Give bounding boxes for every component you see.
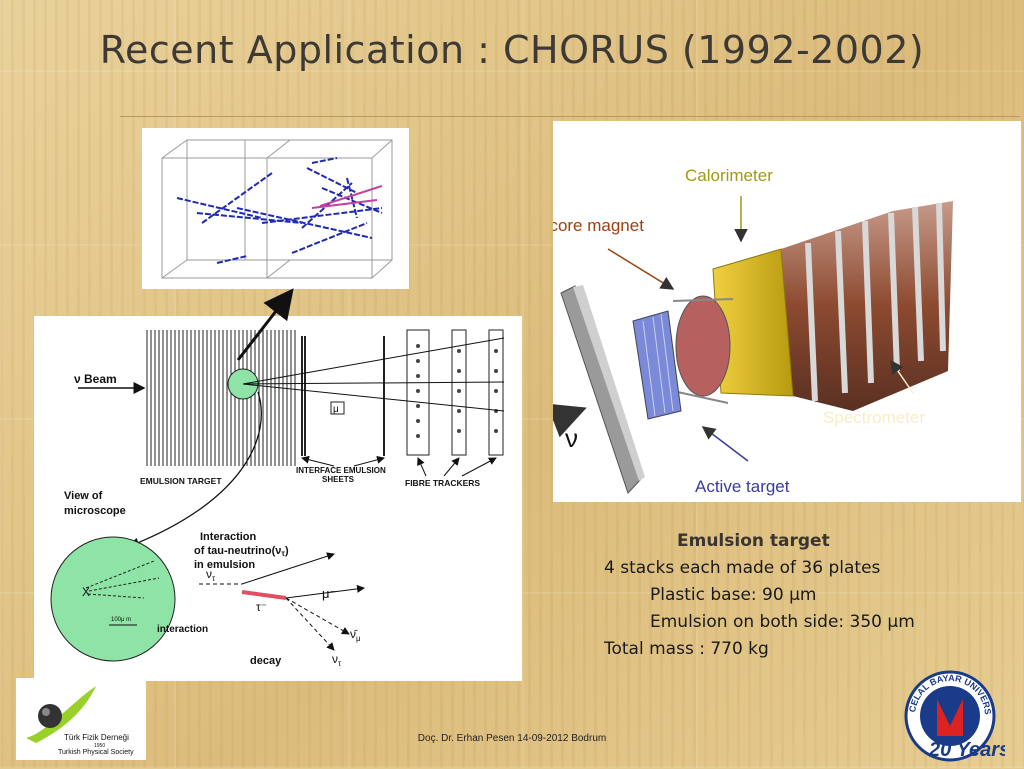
- air-core-magnet-label: Air-core magnet: [553, 216, 644, 235]
- nubar-mu-label: ν̄μ: [350, 627, 361, 643]
- svg-text:X: X: [82, 585, 90, 599]
- microscope-label: microscope: [64, 505, 126, 517]
- nu-beam-label: ν Beam: [74, 372, 117, 386]
- emulsion-thickness-line: Emulsion on both side: 350 μm: [650, 612, 915, 632]
- mu-box-label: μ: [333, 404, 339, 415]
- air-core-magnet-shape: [675, 295, 731, 397]
- microscope-view: [50, 536, 176, 662]
- interaction-caption: interaction: [157, 624, 208, 635]
- view-of-label: View of: [64, 490, 103, 502]
- plastic-base-line: Plastic base: 90 μm: [650, 585, 817, 605]
- title-divider: [120, 116, 1020, 117]
- reconstruction-drawing: [161, 139, 393, 279]
- interface-sheets-label-1: INTERFACE EMULSION: [296, 466, 386, 475]
- interface-sheets-label-2: SHEETS: [322, 475, 355, 484]
- fibre-trackers-label: FIBRE TRACKERS: [405, 478, 480, 488]
- tfd-emblem: Türk Fizik Derneği 1950 Turkish Physical…: [26, 686, 134, 756]
- cbu-years-text: 20 Years: [928, 739, 1005, 761]
- detector-drawing: Calorimeter Air-core magnet Spectrometer…: [523, 166, 953, 496]
- connector-arrow: [236, 288, 294, 361]
- scale-label: 100μ m: [111, 617, 131, 623]
- tfd-year: 1950: [94, 743, 105, 749]
- emulsion-target-info: Emulsion target 4 stacks each made of 36…: [604, 528, 915, 663]
- footer-credit: Doç. Dr. Erhan Pesen 14-09-2012 Bodrum: [417, 733, 607, 744]
- active-target-stack: [632, 310, 682, 420]
- interaction-heading-2: of tau-neutrino(ντ): [194, 545, 289, 558]
- emulsion-event-reconstruction: [142, 128, 409, 289]
- nu-tau-label: ντ: [206, 567, 216, 583]
- total-mass-line: Total mass : 770 kg: [604, 639, 769, 659]
- tfd-name: Türk Fizik Derneği: [64, 733, 129, 742]
- nu-tau-out-label: ντ: [332, 652, 342, 668]
- neutrino-symbol: ν: [565, 423, 578, 453]
- tps-name: Turkish Physical Society: [58, 749, 134, 756]
- emulsion-target-heading: Emulsion target: [677, 531, 830, 551]
- chorus-detector-rendering: Calorimeter Air-core magnet Spectrometer…: [523, 121, 1021, 502]
- spectrometer-label: Spectrometer: [823, 408, 925, 427]
- stacks-line: 4 stacks each made of 36 plates: [604, 558, 881, 578]
- emulsion-target-label: EMULSION TARGET: [140, 476, 222, 486]
- mu-box: [330, 401, 345, 415]
- interaction-heading-1: Interaction: [200, 531, 257, 543]
- neutrino-arrow: [546, 403, 587, 438]
- slide-title: Recent Application : CHORUS (1992-2002): [99, 28, 925, 72]
- cbu-emblem: CELAL BAYAR UNIVERSITY 20 Years: [892, 656, 1010, 762]
- tau-track: [241, 590, 287, 600]
- decay-caption: decay: [250, 655, 282, 667]
- schematic-drawing: ν Beam μ EMULSION TARGET INTERFACE EMULS…: [50, 329, 505, 668]
- mu-minus-label: μ⁻: [322, 586, 336, 601]
- calorimeter-label: Calorimeter: [685, 166, 773, 185]
- interaction-heading-3: in emulsion: [194, 559, 255, 571]
- veto-plane: [560, 285, 642, 494]
- chorus-schematic: ν Beam μ EMULSION TARGET INTERFACE EMULS…: [34, 316, 522, 681]
- celal-bayar-university-logo: CELAL BAYAR UNIVERSITY 20 Years: [892, 656, 1010, 764]
- tau-minus-label: τ⁻: [256, 600, 267, 614]
- active-target-label: Active target: [695, 477, 790, 496]
- turkish-physical-society-logo: Türk Fizik Derneği 1950 Turkish Physical…: [16, 678, 146, 760]
